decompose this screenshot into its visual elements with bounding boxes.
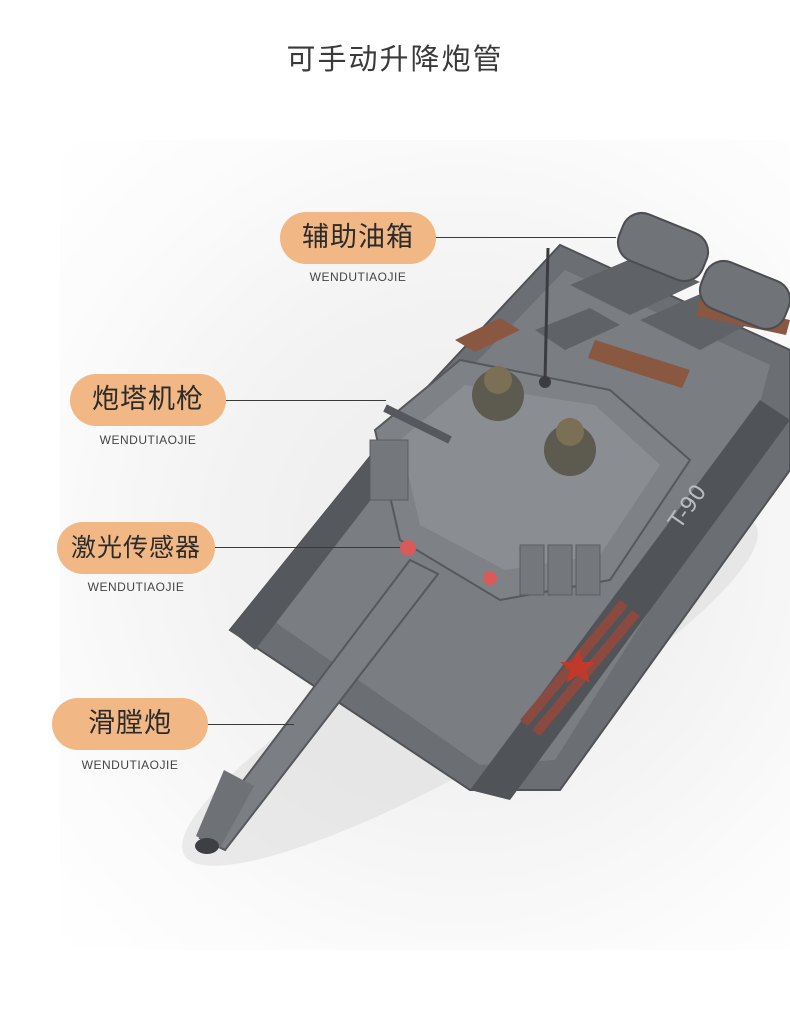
leader-line (215, 547, 400, 548)
leader-line (436, 237, 616, 238)
callout-label: 滑膛炮 (52, 698, 208, 750)
callout-sub: WENDUTIAOJIE (309, 270, 407, 284)
callout-label: 激光传感器 (57, 522, 215, 574)
leader-line (226, 400, 386, 401)
callout-sub: WENDUTIAOJIE (81, 758, 179, 772)
page-title: 可手动升降炮管 (286, 42, 504, 76)
callout-sub: WENDUTIAOJIE (87, 580, 185, 594)
callout-label: 辅助油箱 (280, 212, 436, 264)
callout-label: 炮塔机枪 (70, 374, 226, 426)
callout-sub: WENDUTIAOJIE (99, 433, 197, 447)
leader-line (208, 724, 294, 725)
